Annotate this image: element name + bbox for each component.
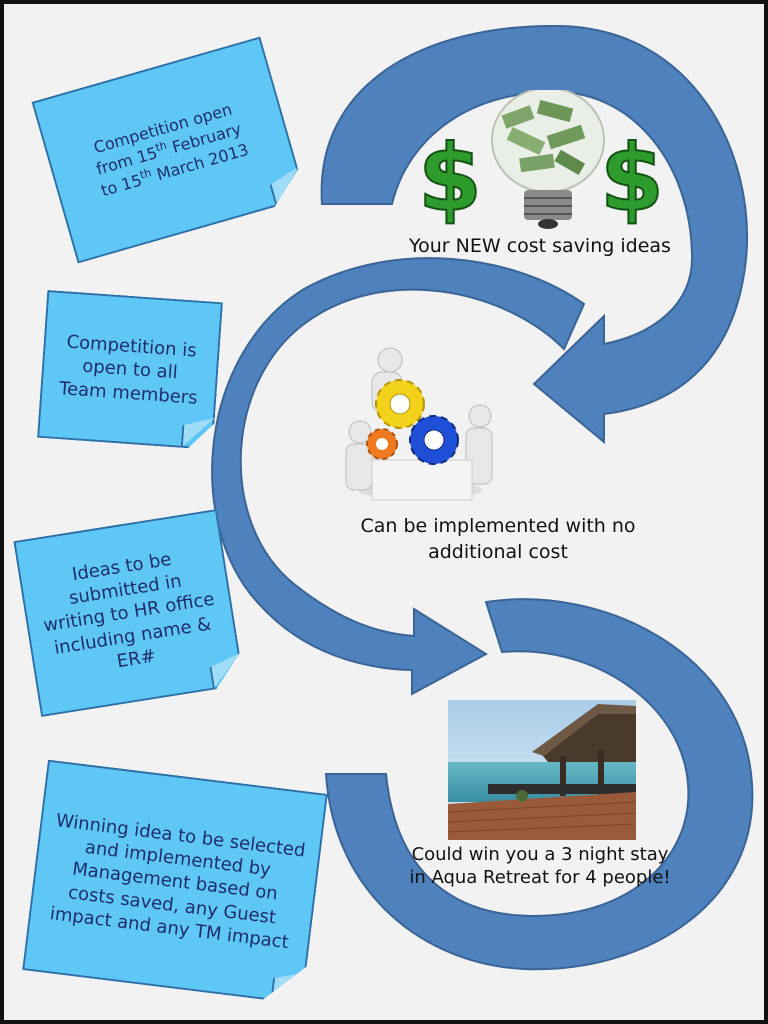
note-selection-text: Winning idea to be selected and implemen… xyxy=(48,810,307,953)
step-2-caption: Can be implemented with no additional co… xyxy=(360,515,636,563)
resort-photo xyxy=(448,700,636,840)
lightbulb-icon xyxy=(491,90,605,229)
note-selection: Winning idea to be selected and implemen… xyxy=(22,760,328,1005)
note-submission-text: Ideas to be submitted in writing to HR o… xyxy=(42,549,216,672)
note-eligibility: Competition is open to all Team members xyxy=(37,290,223,450)
yellow-gear-icon xyxy=(375,379,425,429)
flow-arrows xyxy=(211,24,754,971)
gears-icon xyxy=(345,347,493,501)
dollar-sign-left-icon: $ xyxy=(418,125,482,230)
money-lightbulb-icon: $ $ xyxy=(417,90,665,230)
blue-gear-icon xyxy=(409,415,459,465)
note-eligibility-text: Competition is open to all Team members xyxy=(58,331,199,409)
dollar-sign-right-icon: $ xyxy=(600,125,664,230)
note-submission: Ideas to be submitted in writing to HR o… xyxy=(13,509,244,717)
note-competition-dates-text: Competition open from 15th February to 1… xyxy=(73,85,266,214)
step-3-caption: Could win you a 3 night stay in Aqua Ret… xyxy=(409,844,671,888)
orange-gear-icon xyxy=(366,428,398,460)
arrow-2 xyxy=(211,257,586,696)
arrow-3 xyxy=(324,598,754,971)
step-1-caption: Your NEW cost saving ideas xyxy=(409,235,671,257)
